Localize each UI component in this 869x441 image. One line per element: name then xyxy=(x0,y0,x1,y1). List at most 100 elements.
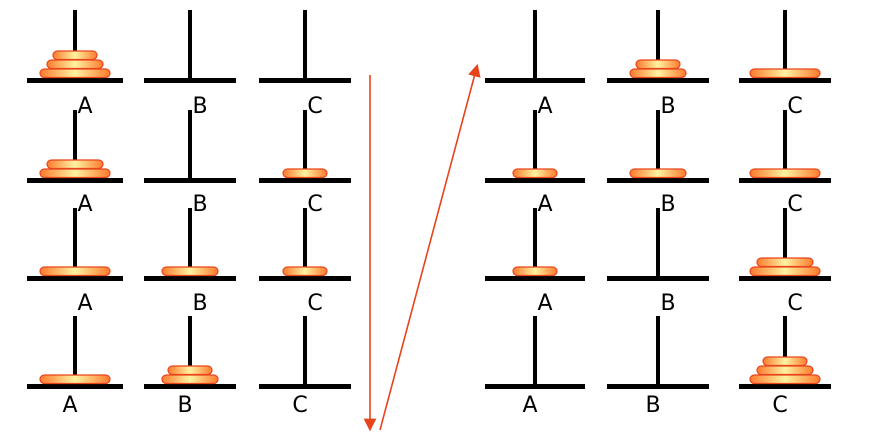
disk-size-3 xyxy=(39,68,111,79)
peg-label-B: B xyxy=(660,291,675,316)
peg-label-A: A xyxy=(537,291,552,316)
state-right-1: A B C xyxy=(485,10,831,119)
peg-label-C: C xyxy=(772,393,787,418)
peg-pole xyxy=(533,10,537,78)
peg-B: B xyxy=(607,10,709,119)
peg-label-B: B xyxy=(177,393,192,418)
disk-size-2 xyxy=(756,257,814,268)
peg-B: B xyxy=(144,110,236,217)
peg-label-C: C xyxy=(307,291,322,316)
peg-pole xyxy=(783,110,787,178)
peg-A: A xyxy=(27,110,123,217)
peg-label-A: A xyxy=(537,94,552,119)
peg-base xyxy=(485,384,585,389)
peg-pole xyxy=(656,208,660,276)
peg-B: B xyxy=(607,208,709,316)
state-right-2: A B C xyxy=(485,110,831,217)
peg-pole xyxy=(533,316,537,384)
peg-label-C: C xyxy=(787,94,802,119)
disk-size-2 xyxy=(161,266,219,277)
peg-pole xyxy=(188,10,192,78)
disk-size-3 xyxy=(749,266,821,277)
peg-label-B: B xyxy=(660,94,675,119)
panel-right: A B C A B C A B C A B C xyxy=(485,10,831,418)
peg-base xyxy=(144,78,236,83)
peg-pole xyxy=(656,316,660,384)
peg-base xyxy=(27,178,123,183)
peg-C: C xyxy=(739,110,831,217)
state-left-4: A B C xyxy=(27,316,351,418)
peg-base xyxy=(485,276,585,281)
peg-B: B xyxy=(144,10,236,119)
peg-label-B: B xyxy=(645,393,660,418)
peg-pole xyxy=(303,10,307,78)
peg-label-C: C xyxy=(787,291,802,316)
peg-pole xyxy=(73,110,77,178)
disk-size-2 xyxy=(46,159,104,170)
peg-base xyxy=(739,178,831,183)
peg-label-C: C xyxy=(307,192,322,217)
peg-C: C xyxy=(739,316,831,418)
peg-A: A xyxy=(485,316,585,418)
peg-label-C: C xyxy=(292,393,307,418)
peg-base xyxy=(27,384,123,389)
peg-base xyxy=(739,276,831,281)
disk-size-1 xyxy=(167,365,213,376)
peg-label-C: C xyxy=(787,192,802,217)
peg-label-A: A xyxy=(537,192,552,217)
peg-pole xyxy=(783,208,787,276)
peg-B: B xyxy=(607,316,709,418)
state-left-1: A B C xyxy=(27,10,351,119)
peg-pole xyxy=(656,10,660,78)
state-right-4: A B C xyxy=(485,316,831,418)
disk-size-2 xyxy=(629,168,687,179)
peg-C: C xyxy=(739,208,831,316)
peg-pole xyxy=(303,316,307,384)
disk-size-3 xyxy=(749,374,821,385)
peg-base xyxy=(607,384,709,389)
disk-size-1 xyxy=(282,266,328,277)
peg-pole xyxy=(188,208,192,276)
disk-size-2 xyxy=(756,365,814,376)
disk-size-1 xyxy=(52,50,98,61)
peg-label-A: A xyxy=(77,192,92,217)
peg-base xyxy=(259,178,351,183)
disk-size-3 xyxy=(39,266,111,277)
disk-size-2 xyxy=(161,374,219,385)
peg-base xyxy=(259,276,351,281)
peg-pole xyxy=(188,110,192,178)
peg-base xyxy=(485,178,585,183)
peg-label-B: B xyxy=(660,192,675,217)
peg-pole xyxy=(73,208,77,276)
disk-size-1 xyxy=(635,59,681,70)
disk-size-1 xyxy=(762,356,808,367)
peg-B: B xyxy=(607,110,709,217)
peg-pole xyxy=(783,316,787,384)
peg-base xyxy=(259,78,351,83)
peg-pole xyxy=(303,110,307,178)
peg-A: A xyxy=(485,10,585,119)
peg-base xyxy=(607,78,709,83)
peg-label-A: A xyxy=(522,393,537,418)
peg-base xyxy=(739,78,831,83)
peg-base xyxy=(259,384,351,389)
peg-base xyxy=(739,384,831,389)
peg-B: B xyxy=(144,316,236,418)
peg-base xyxy=(27,276,123,281)
peg-pole xyxy=(73,316,77,384)
peg-pole xyxy=(188,316,192,384)
peg-pole xyxy=(783,10,787,78)
peg-C: C xyxy=(259,110,351,217)
disk-size-2 xyxy=(46,59,104,70)
peg-C: C xyxy=(739,10,831,119)
peg-label-B: B xyxy=(192,192,207,217)
peg-pole xyxy=(656,110,660,178)
peg-base xyxy=(607,178,709,183)
peg-A: A xyxy=(27,316,123,418)
peg-base xyxy=(485,78,585,83)
peg-label-A: A xyxy=(77,94,92,119)
peg-label-C: C xyxy=(307,94,322,119)
